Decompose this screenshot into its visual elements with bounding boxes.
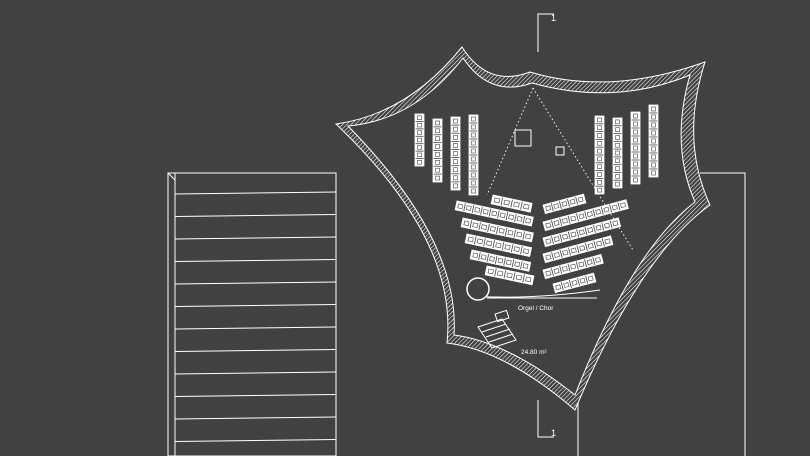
pew-row xyxy=(648,104,659,178)
pew-row xyxy=(432,118,443,183)
pew-row xyxy=(454,200,534,227)
pew-row xyxy=(630,111,641,185)
section-marker-top-label: 1 xyxy=(551,13,556,23)
pew-row xyxy=(594,115,605,195)
seating-layout xyxy=(414,104,659,294)
choir-label: Orgel / Chor xyxy=(518,305,554,312)
pew-row xyxy=(414,113,425,167)
section-marker-bottom-label: 1 xyxy=(551,428,556,438)
staircase-block xyxy=(167,172,337,456)
pew-row xyxy=(612,117,623,189)
pew-row xyxy=(484,265,535,286)
pew-row xyxy=(468,114,479,196)
pew-row xyxy=(552,272,597,294)
organ-element xyxy=(477,309,517,349)
pew-row xyxy=(460,217,534,243)
pew-row xyxy=(490,194,533,213)
altar-table xyxy=(514,129,532,147)
area-label: 24.80 m² xyxy=(521,349,547,356)
altar-sightlines xyxy=(486,87,634,251)
pew-row xyxy=(542,199,629,232)
pew-row xyxy=(469,249,532,272)
pew-row xyxy=(542,193,587,215)
pew-row xyxy=(450,116,461,191)
section-marker-bottom xyxy=(537,400,554,438)
pulpit-circle xyxy=(466,277,490,301)
pew-row xyxy=(542,235,614,264)
section-marker-top xyxy=(537,13,554,52)
pew-row xyxy=(542,217,622,248)
chapel-outer-wall xyxy=(334,46,711,411)
pew-row xyxy=(542,253,604,280)
adjacent-building-outline xyxy=(577,172,746,456)
lectern xyxy=(555,146,565,156)
pew-row xyxy=(464,233,533,257)
